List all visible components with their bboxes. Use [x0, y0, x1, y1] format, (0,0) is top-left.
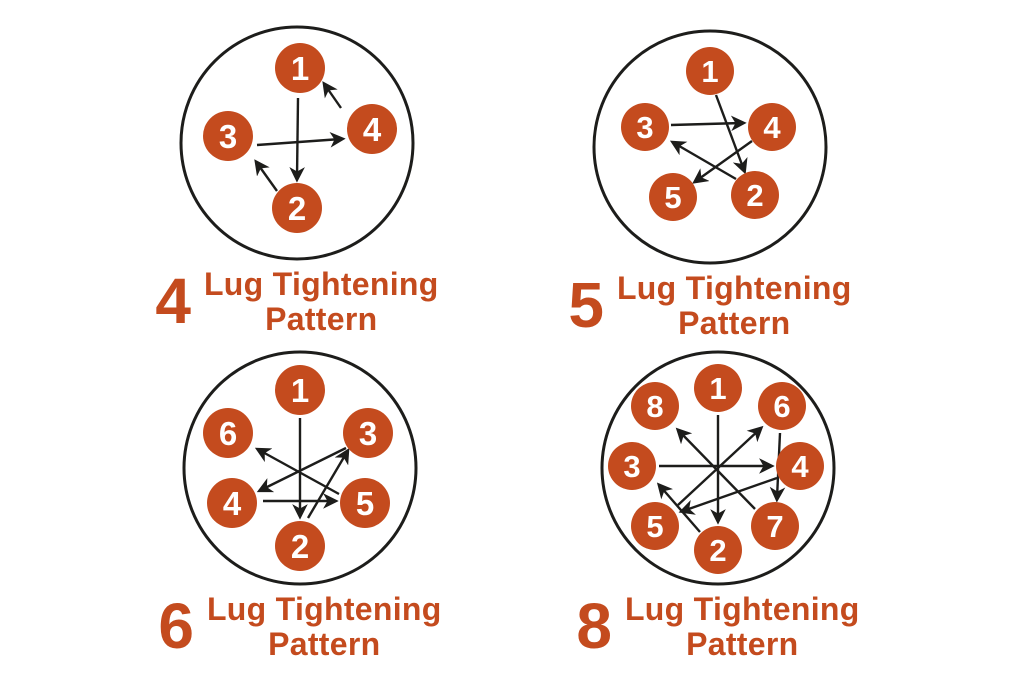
lug-number: 2	[746, 178, 763, 213]
diagram-4-lug: 1 3 4 2 4 Lug Tightening Pattern	[147, 23, 447, 337]
caption-text: Lug Tightening Pattern	[203, 266, 439, 338]
diagram-6-lug: 1 6 3 4 5 2 6 Lug Tightening Pattern	[150, 348, 450, 662]
caption-line1: Lug Tightening	[203, 266, 439, 302]
sequence-arrow-2-to-3	[669, 140, 737, 181]
sequence-arrow-5-to-6	[677, 425, 764, 506]
caption-text: Lug Tightening Pattern	[206, 591, 442, 663]
lug-number: 1	[291, 50, 309, 87]
lug-5: 5	[649, 173, 697, 221]
lug-count: 5	[568, 269, 604, 342]
caption-text: Lug Tightening Pattern	[624, 591, 860, 663]
lug-1: 1	[694, 364, 742, 412]
lug-5: 5	[631, 502, 679, 550]
lug-count: 6	[158, 590, 194, 663]
lug-2: 2	[272, 183, 322, 233]
lug-3: 3	[203, 111, 253, 161]
sequence-arrow-3-to-4	[256, 131, 346, 148]
wheel-diagram-5-lug: 1 3 4 5 2	[592, 29, 828, 265]
sequence-arrow-3-to-4	[256, 446, 347, 493]
lug-2: 2	[694, 526, 742, 574]
lug-2: 2	[275, 521, 325, 571]
caption-6-lug: 6 Lug Tightening Pattern	[158, 590, 442, 663]
sequence-arrow-2-to-3	[306, 447, 350, 519]
diagram-8-lug: 1 8 6 3 4 5 7 2 8 Lug Tightening Pattern	[568, 348, 868, 662]
lug-number: 3	[636, 110, 653, 145]
lug-number: 7	[766, 509, 783, 544]
lug-number: 6	[219, 415, 237, 452]
lug-4: 4	[347, 104, 397, 154]
lug-1: 1	[275, 365, 325, 415]
caption-line2: Pattern	[678, 305, 791, 342]
lug-1: 1	[686, 47, 734, 95]
lug-number: 1	[709, 371, 726, 406]
sequence-arrow-3-to-4	[670, 115, 747, 132]
caption-line1: Lug Tightening	[624, 591, 860, 627]
lug-number: 2	[288, 190, 306, 227]
caption-line1: Lug Tightening	[616, 270, 852, 306]
wheel-diagram-6-lug: 1 6 3 4 5 2	[182, 350, 418, 586]
lug-5: 5	[340, 478, 390, 528]
wheel-diagram-8-lug: 1 8 6 3 4 5 7 2	[600, 350, 836, 586]
sequence-arrow-1-to-2	[289, 97, 305, 183]
lug-3: 3	[343, 408, 393, 458]
caption-text: Lug Tightening Pattern	[616, 270, 852, 342]
wheel-diagram-4-lug: 1 3 4 2	[179, 25, 415, 261]
lug-4: 4	[776, 442, 824, 490]
sequence-arrow-4-to-5	[692, 140, 753, 184]
lug-2: 2	[731, 171, 779, 219]
sequence-arrow-4-to-5	[678, 476, 778, 515]
lug-number: 6	[773, 389, 790, 424]
caption-line2: Pattern	[268, 626, 381, 663]
lug-number: 1	[291, 372, 309, 409]
lug-count: 4	[155, 265, 191, 338]
lug-7: 7	[751, 502, 799, 550]
lug-number: 2	[291, 528, 309, 565]
lug-6: 6	[203, 408, 253, 458]
lug-number: 3	[219, 118, 237, 155]
lug-number: 4	[363, 111, 382, 148]
lug-number: 1	[701, 54, 718, 89]
sequence-arrow-2-to-3	[254, 159, 278, 192]
lug-number: 5	[664, 180, 681, 215]
lug-number: 3	[359, 415, 377, 452]
lug-number: 5	[646, 509, 663, 544]
lug-1: 1	[275, 43, 325, 93]
lug-number: 2	[709, 533, 726, 568]
caption-5-lug: 5 Lug Tightening Pattern	[568, 269, 852, 342]
lug-6: 6	[758, 382, 806, 430]
caption-4-lug: 4 Lug Tightening Pattern	[155, 265, 439, 338]
lug-3: 3	[621, 103, 669, 151]
lug-4: 4	[207, 478, 257, 528]
lug-count: 8	[576, 590, 612, 663]
lug-number: 4	[223, 485, 242, 522]
caption-line2: Pattern	[265, 301, 378, 338]
lug-number: 3	[623, 449, 640, 484]
lug-number: 8	[646, 389, 663, 424]
lug-number: 5	[356, 485, 374, 522]
lug-number: 4	[763, 110, 781, 145]
diagram-5-lug: 1 3 4 5 2 5 Lug Tightening Pattern	[560, 27, 860, 341]
lug-8: 8	[631, 382, 679, 430]
lug-number: 4	[791, 449, 809, 484]
lug-4: 4	[748, 103, 796, 151]
caption-line1: Lug Tightening	[206, 591, 442, 627]
sequence-arrow-1-to-2	[714, 94, 748, 175]
caption-8-lug: 8 Lug Tightening Pattern	[576, 590, 860, 663]
sequence-arrow-5-to-6	[254, 447, 340, 496]
sequence-arrow-7-to-8	[675, 427, 756, 510]
lug-3: 3	[608, 442, 656, 490]
caption-line2: Pattern	[686, 626, 799, 663]
sequence-arrow-4-to-1	[322, 81, 342, 109]
